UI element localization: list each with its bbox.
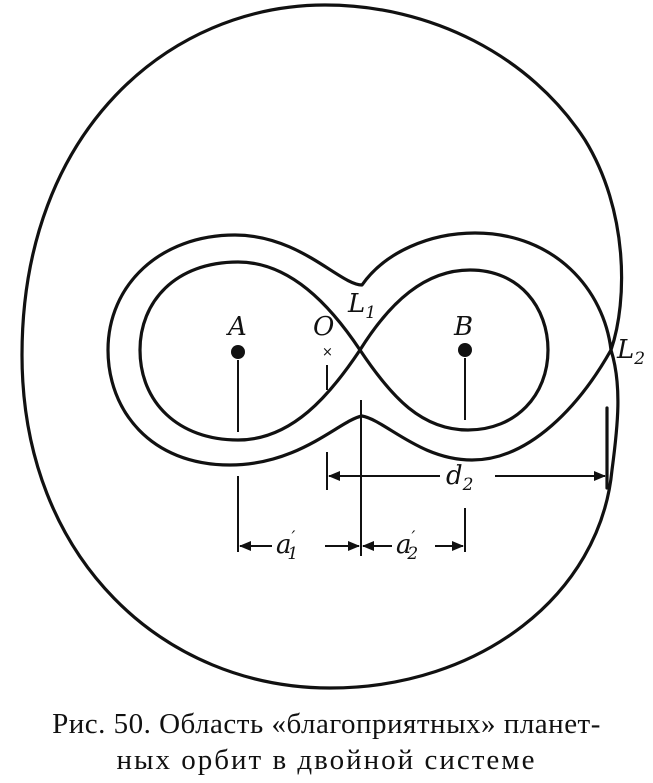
label-l2: L2 [616, 335, 645, 369]
label-o: O [313, 312, 334, 342]
star-b [458, 343, 472, 357]
label-a1-prime: a′1 [276, 528, 298, 564]
figure-caption-line-1: Рис. 50. Область «благоприятных» планет- [52, 708, 601, 740]
binary-system-diagram: × A O B L1 L2 d2 a′1 a′2 [20, 3, 645, 690]
label-l1: L1 [347, 289, 376, 323]
label-b: B [453, 312, 473, 342]
label-a: A [226, 312, 247, 342]
center-of-mass-mark: × [322, 345, 333, 360]
outer-equipotential-curve [106, 231, 613, 467]
figure-caption-line-2: ных орбит в двойной системе [116, 744, 537, 776]
outer-boundary-curve [20, 3, 624, 690]
roche-lobe-b [358, 268, 550, 432]
star-a [231, 345, 245, 359]
label-d2: d2 [446, 461, 473, 495]
label-a2-prime: a′2 [396, 528, 418, 564]
roche-lobe-a [138, 260, 362, 442]
